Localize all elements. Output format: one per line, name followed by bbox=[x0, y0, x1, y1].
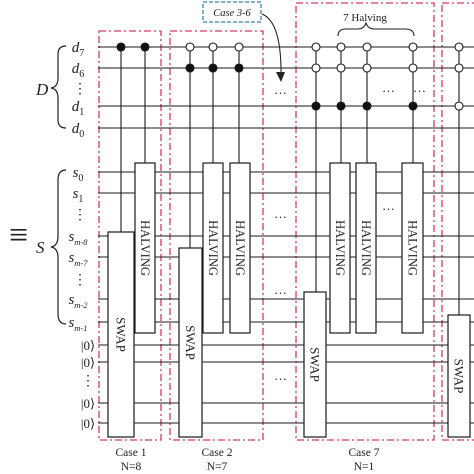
case1-n: N=8 bbox=[121, 461, 142, 473]
s-register-label: S bbox=[36, 238, 45, 257]
case-captions: Case 1 N=8 Case 2 N=7 Case 7 N=1 bbox=[116, 447, 380, 473]
case2-name: Case 2 bbox=[202, 447, 233, 459]
ancilla-wire-label: |0⟩ bbox=[81, 416, 95, 431]
ellipsis-middle: … bbox=[274, 206, 287, 221]
equivalence-sign: ≡ bbox=[9, 217, 28, 254]
control-dot-open bbox=[362, 42, 372, 52]
control-dot-open bbox=[408, 42, 418, 52]
s-wire-label: sm-7 bbox=[68, 250, 88, 268]
swap-gate bbox=[107, 231, 135, 438]
halving-gate-label: HALVING bbox=[406, 220, 420, 276]
swap-gate bbox=[178, 247, 203, 438]
s-register-brace bbox=[50, 169, 67, 325]
halving-gate bbox=[202, 162, 224, 334]
wire-labels: d7 d6 ⋮ d1 d0 s0 s1 ⋮ sm-8 sm-7 ⋮ sm-2 sm-1 |0⟩ |0⟩ ⋮ |0… bbox=[68, 40, 95, 431]
halving-brace: 7 Halving bbox=[337, 12, 415, 37]
case7-box bbox=[295, 2, 435, 441]
control-dot-filled bbox=[208, 63, 218, 73]
case-range-arrow bbox=[261, 13, 282, 79]
control-dot-open bbox=[336, 42, 346, 52]
s-wire-label: sm-2 bbox=[68, 292, 88, 310]
ellipses: … … … … … … … bbox=[274, 80, 426, 383]
ancilla-wire-label: |0⟩ bbox=[81, 355, 95, 370]
case8-partial-box bbox=[441, 2, 474, 441]
ellipsis-halving-3: … bbox=[382, 198, 395, 213]
case-range-annotation: Case 3-6 bbox=[202, 1, 285, 82]
register-braces: D S bbox=[35, 45, 67, 325]
control-dot-open bbox=[362, 63, 372, 73]
ellipsis-lower: … bbox=[274, 282, 287, 297]
ancilla-wire-label: |0⟩ bbox=[81, 338, 95, 353]
control-dots bbox=[116, 42, 464, 111]
halving-gate bbox=[229, 162, 251, 334]
control-dot-filled bbox=[362, 101, 372, 111]
halving-brace-curve bbox=[337, 21, 415, 37]
control-dot-open bbox=[454, 63, 464, 73]
case-range-label: Case 3-6 bbox=[213, 8, 251, 19]
halving-gate-label: HALVING bbox=[138, 220, 152, 276]
s-wire-label: s0 bbox=[73, 165, 84, 184]
control-dot-open bbox=[311, 42, 321, 52]
halving-gate bbox=[329, 162, 351, 334]
case7-name: Case 7 bbox=[349, 447, 380, 459]
s-vdots: ⋮ bbox=[73, 273, 87, 288]
s-wire-label: sm-8 bbox=[68, 229, 88, 247]
d-vdots: ⋮ bbox=[73, 82, 87, 97]
control-dot-filled bbox=[140, 42, 150, 52]
control-dot-filled bbox=[185, 63, 195, 73]
d-register-brace bbox=[50, 45, 67, 129]
halving-gate bbox=[134, 162, 156, 334]
s-wire-label: s1 bbox=[73, 186, 84, 205]
control-dot-filled bbox=[311, 101, 321, 111]
ellipsis-halving-1: … bbox=[382, 80, 395, 95]
control-dot-open bbox=[311, 63, 321, 73]
swap-gate-label: SWAP bbox=[308, 347, 323, 382]
halving-gate bbox=[401, 162, 424, 334]
s-vdots: ⋮ bbox=[73, 208, 87, 223]
halving-gate-label: HALVING bbox=[206, 220, 220, 276]
halving-gate-label: HALVING bbox=[359, 220, 373, 276]
case1-name: Case 1 bbox=[116, 447, 147, 459]
ancilla-vdots: ⋮ bbox=[81, 374, 95, 389]
ellipsis-top: … bbox=[274, 82, 287, 97]
control-dot-open bbox=[336, 63, 346, 73]
swap-gate-label: SWAP bbox=[114, 317, 129, 352]
d-wire-label: d7 bbox=[72, 40, 85, 59]
d-wire-label: d6 bbox=[72, 61, 85, 80]
control-dot-open bbox=[408, 63, 418, 73]
gates: HALVING SWAP HALVING HALVING SWAP HALVING HALV… bbox=[107, 162, 471, 438]
s-wire-label: sm-1 bbox=[68, 315, 87, 333]
control-dot-open bbox=[454, 101, 464, 111]
case-range-arrowhead bbox=[276, 72, 285, 82]
control-dot-open bbox=[234, 42, 244, 52]
swap-gate bbox=[303, 291, 327, 438]
d-wire-label: d0 bbox=[72, 121, 85, 140]
case7-n: N=1 bbox=[354, 461, 375, 473]
swap-gate bbox=[447, 314, 471, 438]
ellipsis-halving-2: … bbox=[413, 80, 426, 95]
case-range-box bbox=[202, 1, 262, 23]
control-dot-filled bbox=[116, 42, 126, 52]
control-dot-open bbox=[185, 42, 195, 52]
d-wire-label: d1 bbox=[72, 99, 85, 118]
halving-gate-label: HALVING bbox=[333, 220, 347, 276]
control-dot-filled bbox=[408, 101, 418, 111]
swap-gate-label: SWAP bbox=[452, 359, 467, 394]
ellipsis-ancilla: … bbox=[274, 368, 287, 383]
control-dot-open bbox=[454, 42, 464, 52]
case2-n: N=7 bbox=[207, 461, 228, 473]
control-dot-filled bbox=[234, 63, 244, 73]
d-register-label: D bbox=[35, 80, 49, 99]
ancilla-wire-label: |0⟩ bbox=[81, 396, 95, 411]
halving-gate bbox=[355, 162, 377, 334]
control-dot-open bbox=[208, 42, 218, 52]
swap-gate-label: SWAP bbox=[183, 325, 198, 360]
halving-gate-label: HALVING bbox=[233, 220, 247, 276]
control-dot-filled bbox=[336, 101, 346, 111]
halving-count-label: 7 Halving bbox=[343, 12, 387, 24]
